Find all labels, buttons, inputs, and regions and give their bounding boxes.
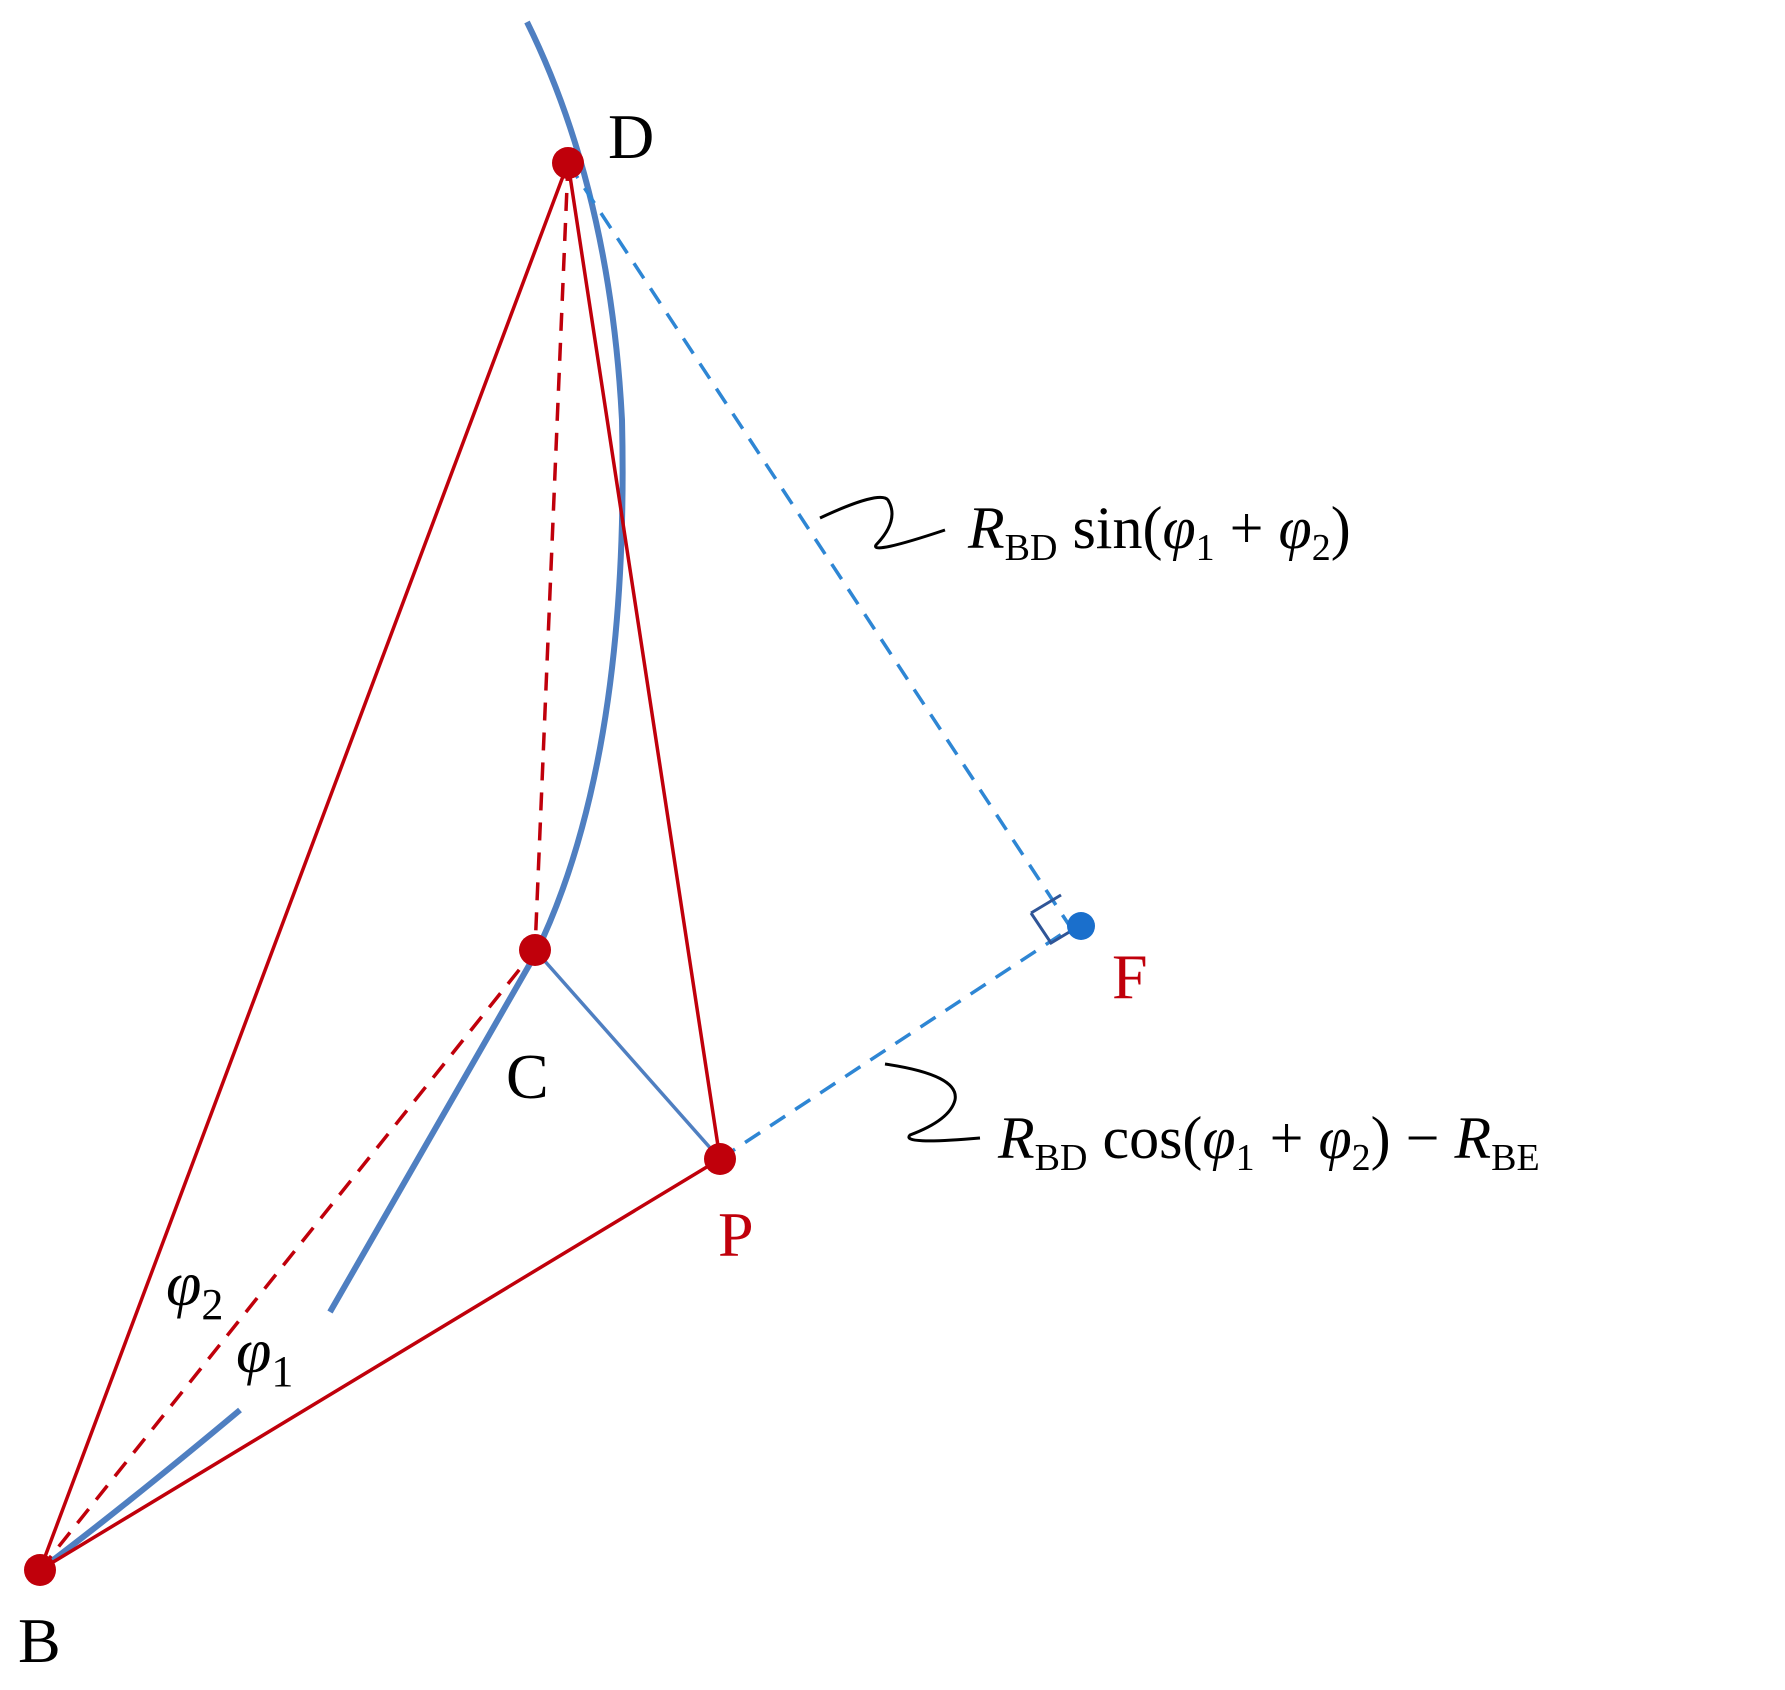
df-sub-b: 2 [1312, 527, 1331, 569]
leader-squiggle-bottom [884, 1062, 981, 1143]
point-b [24, 1554, 56, 1586]
pf-r2-sub: BE [1491, 1137, 1540, 1179]
pf-phi-b: φ [1318, 1105, 1351, 1171]
annotation-pf-length: RBD cos(φ1 + φ2) − RBE [997, 1105, 1540, 1179]
df-sub-a: 1 [1196, 527, 1215, 569]
point-c [519, 934, 551, 966]
df-rest: sin( [1057, 495, 1162, 561]
dashed-line-pf [719, 926, 1072, 1161]
df-phi-a: φ [1162, 495, 1195, 561]
df-plus: + [1215, 495, 1279, 561]
df-close: ) [1331, 495, 1351, 561]
label-phi1: φ1 [236, 1315, 293, 1396]
point-p [704, 1143, 736, 1175]
dashed-line-df [566, 162, 1073, 929]
phi2-subscript: 2 [201, 1280, 223, 1329]
right-angle-marker-inner [1030, 893, 1062, 915]
blue-curve-tail [38, 1407, 242, 1573]
pf-plus: + [1255, 1105, 1319, 1171]
label-phi2: φ2 [166, 1248, 223, 1329]
point-f [1067, 912, 1095, 940]
label-c: C [506, 1041, 549, 1112]
leader-squiggle-top [819, 495, 946, 550]
pf-r-sub: BD [1035, 1137, 1088, 1179]
dashed-line-dc [533, 162, 570, 951]
pf-sub-b: 2 [1352, 1137, 1371, 1179]
df-phi-b: φ [1279, 495, 1312, 561]
blue-curve [524, 20, 626, 957]
label-d: D [608, 101, 654, 172]
df-r: R [967, 495, 1005, 561]
annotation-df-length: RBD sin(φ1 + φ2) [967, 495, 1351, 569]
phi1-symbol: φ [236, 1315, 271, 1386]
pf-sub-a: 1 [1236, 1137, 1255, 1179]
pf-r: R [997, 1105, 1035, 1171]
label-b: B [18, 1605, 61, 1676]
pf-rest: cos( [1087, 1105, 1202, 1171]
line-bp [39, 1157, 721, 1572]
line-bd [38, 162, 570, 1571]
pf-r2: R [1454, 1105, 1492, 1171]
line-dp [566, 162, 722, 1160]
phi1-subscript: 1 [271, 1347, 293, 1396]
blue-curve-lower [327, 953, 538, 1314]
point-d [552, 147, 584, 179]
pf-phi-a: φ [1202, 1105, 1235, 1171]
line-cp [533, 948, 722, 1161]
phi2-symbol: φ [166, 1248, 201, 1319]
label-f: F [1112, 941, 1148, 1012]
dashed-line-bc [38, 948, 537, 1572]
df-r-sub: BD [1005, 527, 1058, 569]
pf-close: ) − [1371, 1105, 1455, 1171]
label-p: P [718, 1199, 754, 1270]
